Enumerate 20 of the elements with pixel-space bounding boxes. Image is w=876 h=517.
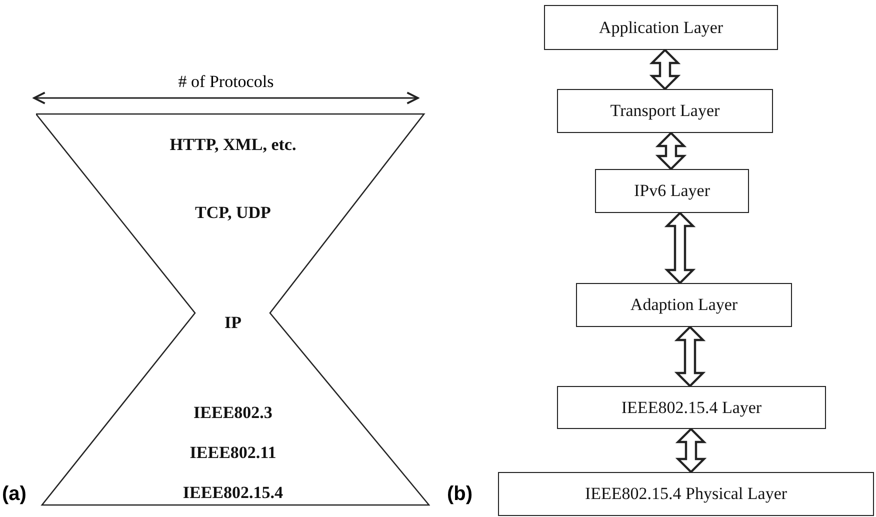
protocol-label: IEEE802.3: [194, 403, 272, 423]
double-arrow: [649, 48, 681, 91]
panel-label: (a): [2, 483, 26, 506]
layer-box: Adaption Layer: [576, 283, 792, 327]
protocol-label: HTTP, XML, etc.: [170, 135, 296, 155]
protocol-label: IEEE802.15.4: [182, 483, 284, 503]
layer-box: IEEE802.15.4 Layer: [557, 386, 826, 429]
layer-box: IPv6 Layer: [595, 169, 749, 213]
double-arrow: [675, 427, 707, 474]
double-arrow: [674, 325, 706, 388]
double-arrow: [655, 131, 687, 171]
protocol-label: TCP, UDP: [195, 203, 271, 223]
axis-label: # of Protocols: [178, 72, 274, 92]
protocol-label: IEEE802.11: [190, 443, 276, 463]
protocol-label: IP: [224, 313, 242, 333]
double-arrow: [664, 211, 696, 285]
layer-box: Transport Layer: [557, 89, 773, 133]
layer-box: Application Layer: [544, 5, 778, 50]
layer-box: IEEE802.15.4 Physical Layer: [498, 472, 874, 516]
panel-label: (b): [447, 483, 473, 506]
